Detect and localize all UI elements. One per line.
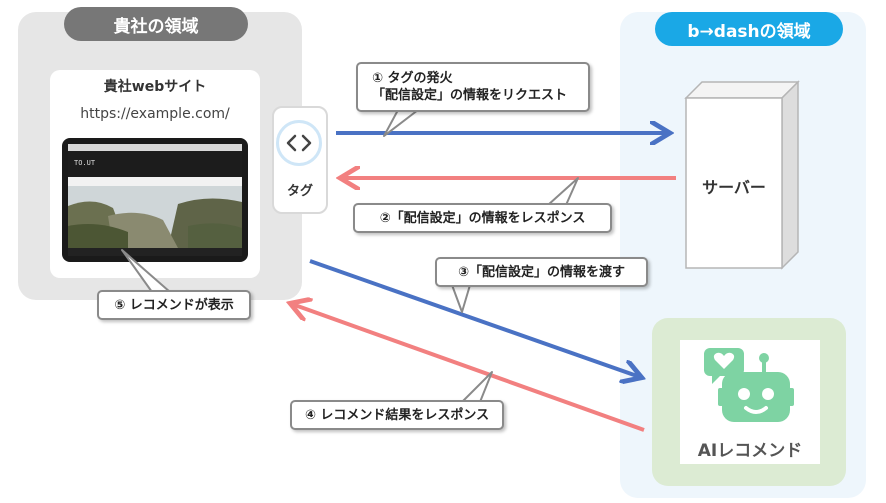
website-title: 貴社webサイト [103,79,207,95]
client-region-label: 貴社の領域 [64,7,248,41]
callout-step3: ③「配信設定」の情報を渡す [435,257,648,287]
callout-step4: ④ レコメンド結果をレスポンス [290,400,504,430]
tag-label: タグ [286,184,313,199]
step1-line1: ① タグの発火 [372,71,453,86]
site-subnav [68,177,242,186]
website-url: https://example.com/ [80,106,230,122]
callout-step2: ②「配信設定」の情報をレスポンス [353,203,612,233]
server-label: サーバー [702,178,766,197]
landscape-photo [68,186,242,248]
code-icon [276,120,322,166]
callout-step1: ① タグの発火 「配信設定」の情報をリクエスト [356,62,590,112]
website-screenshot: TO.UT [68,144,242,256]
vendor-region-label: b→dashの領域 [655,12,843,46]
server-icon [684,80,800,270]
site-logo-text: TO.UT [74,159,96,167]
step1-line2: 「配信設定」の情報をリクエスト [372,88,568,103]
callout-step5: ⑤ レコメンドが表示 [97,290,251,320]
ai-recommend-label: AIレコメンド [697,441,803,461]
taskbar [68,248,242,256]
arrow-pass-settings [309,259,640,377]
browser-bar [68,144,242,151]
site-nav [68,151,242,177]
robot-icon [704,348,794,422]
arrow-response-recommend [292,304,645,432]
